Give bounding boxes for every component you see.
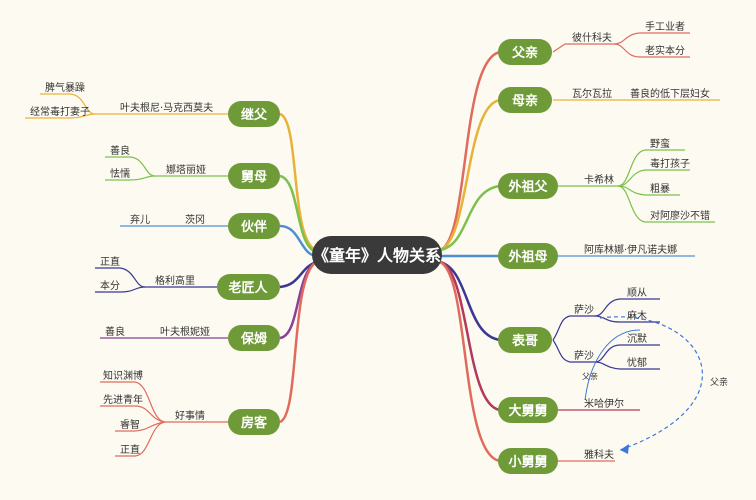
father-link-sasha1-to-yakov <box>599 316 703 451</box>
label-sasha-2: 萨沙 <box>574 350 594 362</box>
node-father: 父亲 <box>498 39 552 65</box>
label-grandfather-trait-3: 粗暴 <box>650 183 670 195</box>
svg-text:母亲: 母亲 <box>512 93 538 109</box>
svg-text:房客: 房客 <box>241 415 268 431</box>
left-labels: 叶夫根尼·马克西莫夫 脾气暴躁 经常毒打妻子 娜塔丽娅 善良 怯懦 茨冈 弃儿 … <box>30 81 213 456</box>
right-sub-branches <box>552 32 720 462</box>
node-craftsman: 老匠人 <box>217 274 280 300</box>
arrow-head <box>620 444 629 454</box>
connector-mother <box>439 98 501 252</box>
label-mother-name: 瓦尔瓦拉 <box>572 87 612 100</box>
label-uncle-mother-trait-2: 怯懦 <box>110 167 130 180</box>
svg-text:保姆: 保姆 <box>240 331 267 347</box>
node-mother: 母亲 <box>498 87 552 113</box>
label-father-name: 彼什科夫 <box>572 31 612 44</box>
svg-text:大舅舅: 大舅舅 <box>508 403 547 419</box>
label-father-trait-1: 手工业者 <box>645 20 685 33</box>
label-stepfather-trait-2: 经常毒打妻子 <box>30 105 90 118</box>
connector-cousin <box>439 260 501 342</box>
node-stepfather: 继父 <box>228 101 280 127</box>
node-grandfather: 外祖父 <box>498 173 558 199</box>
connector-uncle-mother <box>279 174 317 254</box>
label-uncle-mother-trait-1: 善良 <box>110 144 130 157</box>
label-stepfather-trait-1: 脾气暴躁 <box>45 81 85 94</box>
left-sub-branches <box>25 93 228 457</box>
label-lodger-name: 好事情 <box>175 409 205 422</box>
label-nanny-trait: 善良 <box>105 325 125 338</box>
label-lodger-trait-4: 正直 <box>120 443 140 456</box>
svg-text:伙伴: 伙伴 <box>241 219 267 235</box>
connector-stepfather <box>279 112 317 252</box>
connector-lodger <box>279 260 317 424</box>
connector-elder-uncle <box>439 260 501 412</box>
svg-text:父亲: 父亲 <box>511 45 538 61</box>
svg-text:外祖母: 外祖母 <box>507 249 547 265</box>
father-tag-2: 父亲 <box>710 376 728 388</box>
svg-text:舅母: 舅母 <box>241 169 267 185</box>
label-stepfather-name: 叶夫根尼·马克西莫夫 <box>120 101 213 114</box>
node-companion: 伙伴 <box>228 213 280 239</box>
father-link-sasha2-to-mikhail <box>584 329 641 401</box>
label-sasha-1: 萨沙 <box>574 304 594 316</box>
label-craftsman-name: 格利高里 <box>155 274 195 287</box>
connector-grandfather <box>439 184 501 252</box>
svg-text:表哥: 表哥 <box>511 333 538 349</box>
label-sasha-2-trait-1: 沉默 <box>627 332 647 345</box>
father-tag-1: 父亲 <box>582 371 598 381</box>
label-lodger-trait-3: 睿智 <box>120 418 140 431</box>
label-lodger-trait-2: 先进青年 <box>103 393 143 406</box>
connector-companion <box>279 224 317 258</box>
right-labels: 彼什科夫 手工业者 老实本分 瓦尔瓦拉 善良的低下层妇女 卡希林 野蛮 毒打孩子… <box>572 20 710 461</box>
label-grandfather-name: 卡希林 <box>584 173 614 186</box>
node-uncle-mother: 舅母 <box>228 163 280 189</box>
connector-father <box>439 50 501 252</box>
center-node-label: 《童年》人物关系 <box>313 246 441 265</box>
label-companion-name: 茨冈 <box>185 213 205 226</box>
label-uncle-mother-name: 娜塔丽娅 <box>166 163 206 176</box>
svg-text:老匠人: 老匠人 <box>227 280 268 296</box>
node-nanny: 保姆 <box>228 325 280 351</box>
label-craftsman-trait-1: 正直 <box>100 255 120 268</box>
label-grandfather-trait-1: 野蛮 <box>650 137 670 150</box>
label-grandfather-trait-2: 毒打孩子 <box>650 157 690 170</box>
label-grandfather-trait-4: 对阿廖沙不错 <box>650 209 710 222</box>
label-younger-uncle-name: 雅科夫 <box>584 448 614 461</box>
svg-text:外祖父: 外祖父 <box>507 179 548 195</box>
label-elder-uncle-name: 米哈伊尔 <box>584 397 624 410</box>
label-father-trait-2: 老实本分 <box>645 44 685 57</box>
node-elder-uncle: 大舅舅 <box>498 397 558 423</box>
left-connectors <box>279 112 317 424</box>
label-nanny-name: 叶夫根妮娅 <box>160 325 210 338</box>
node-lodger: 房客 <box>228 409 280 435</box>
label-grandmother-name: 阿库林娜·伊凡诺夫娜 <box>584 243 677 256</box>
label-craftsman-trait-2: 本分 <box>100 279 120 292</box>
label-sasha-1-trait-2: 麻木 <box>627 309 647 322</box>
label-sasha-2-trait-2: 忧郁 <box>627 356 647 369</box>
svg-text:小舅舅: 小舅舅 <box>508 454 547 470</box>
center-node <box>312 236 442 274</box>
svg-text:继父: 继父 <box>241 107 268 123</box>
label-companion-trait: 弃儿 <box>130 213 150 226</box>
node-grandmother: 外祖母 <box>498 243 558 269</box>
connector-younger-uncle <box>439 260 501 463</box>
label-mother-trait: 善良的低下层妇女 <box>630 87 710 100</box>
label-sasha-1-trait-1: 顺从 <box>627 287 647 299</box>
label-lodger-trait-1: 知识渊博 <box>103 369 143 382</box>
node-younger-uncle: 小舅舅 <box>498 448 558 474</box>
right-connectors <box>439 50 501 463</box>
node-cousin: 表哥 <box>498 327 552 353</box>
